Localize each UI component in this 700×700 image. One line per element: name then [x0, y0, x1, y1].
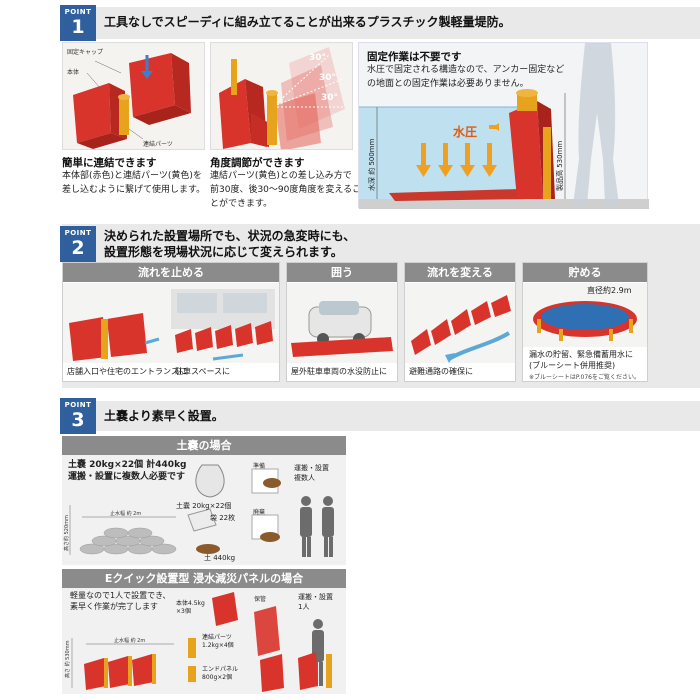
label-connector: 連結パーツ — [143, 141, 173, 148]
card-enclose: 囲う 屋外駐車車両の水没防止に — [286, 262, 398, 382]
point2-badge: POINT 2 — [60, 226, 96, 262]
sandbag-item: 土嚢 20kg×22個 — [176, 502, 232, 510]
item-line: 800g×2個 — [202, 674, 233, 681]
depth-label: 水深 約 500mm — [368, 138, 376, 191]
point2-title-line: 設置形態を現場状況に応じて変えられます。 — [104, 245, 343, 259]
card-caption: 駐車スペースに — [175, 367, 231, 376]
card-header: 囲う — [287, 263, 397, 282]
panel-spec-line: 軽量なので1人で設置でき、 — [70, 591, 171, 600]
point1-header-bg — [62, 7, 700, 39]
point2-title: 決められた設置場所でも、状況の急変時にも、 設置形態を現場状況に応じて変えられま… — [104, 228, 355, 260]
panel-item-endpanel: エンドパネル 800g×2個 — [202, 666, 238, 682]
workers-line: 複数人 — [294, 474, 315, 482]
angle-label-1: 30° — [309, 53, 327, 63]
card-caption: 漏水の貯留、緊急備蓄用水に — [529, 350, 633, 359]
panel-item-body: 本体4.5kg ×3個 — [176, 600, 205, 616]
prep-label: 準備 — [253, 463, 266, 470]
card-redirect-flow: 流れを変える 避難通路の確保に — [404, 262, 516, 382]
storage-label: 保管 — [254, 596, 267, 603]
water-pressure-panel: 固定作業は不要です 水圧で固定される構造なので、アンカー固定など の地面との固定… — [358, 42, 649, 209]
connect-illustration: 固定キャップ 本体 連結パーツ — [62, 42, 205, 150]
point3-title: 土嚢より素早く設置。 — [104, 409, 224, 423]
point1-badge: POINT 1 — [60, 5, 96, 41]
item-line: 1.2kg×4個 — [202, 642, 234, 649]
panel-spec: 軽量なので1人で設置でき、 素早く作業が完了します — [70, 590, 171, 612]
badge-number: 3 — [71, 409, 85, 431]
sandbag-spec-line: 運搬・設置に複数人必要です — [68, 472, 186, 482]
panel-width: 止水幅 約 2m — [114, 638, 146, 644]
pressure-label: 水圧 — [453, 125, 478, 139]
workers-line: 運搬・設置 — [298, 593, 333, 601]
sandbag-width: 止水幅 約 2m — [110, 511, 142, 517]
card-note: ※ブルーシートはP.076をご覧ください。 — [529, 374, 640, 381]
point2-title-line: 決められた設置場所でも、状況の急変時にも、 — [104, 229, 356, 243]
col1-line: 本体部(赤色)と連結パーツ(黄色)を — [62, 171, 202, 181]
item-line: 連結パーツ — [202, 634, 232, 641]
badge-number: 1 — [71, 16, 85, 38]
col3-line: 水圧で固定される構造なので、アンカー固定など — [367, 65, 565, 75]
card-stop-flow: 流れを止める 店舗入口や住宅のエントランスに 駐車スペースに — [62, 262, 280, 382]
col2-heading: 角度調節ができます — [210, 157, 305, 169]
angle-label-3: 30° — [321, 93, 339, 103]
sandbag-section: 土嚢 20kg×22個 計440kg 運搬・設置に複数人必要です 高さ約 520… — [62, 455, 346, 565]
item-line: エンドパネル — [202, 666, 239, 673]
sandbag-spec-line: 土嚢 20kg×22個 計440kg — [68, 460, 187, 470]
col3-heading: 固定作業は不要です — [367, 51, 462, 63]
point3-badge: POINT 3 — [60, 398, 96, 434]
panel-section: 軽量なので1人で設置でき、 素早く作業が完了します 高さ 約 530mm 止水幅… — [62, 588, 346, 694]
point1-title: 工具なしでスピーディに組み立てることが出来るプラスチック製軽量堤防。 — [104, 15, 511, 29]
sandbag-height: 高さ約 520mm — [64, 515, 70, 551]
workers-line: 1人 — [298, 603, 310, 611]
card-header: 貯める — [523, 263, 647, 282]
dispose-label: 廃棄 — [253, 509, 266, 516]
label-body: 本体 — [67, 69, 80, 76]
badge-label: POINT — [64, 401, 92, 409]
col2-line: とができます。 — [210, 199, 273, 209]
height-label: 製品高 530mm — [556, 140, 564, 191]
col3-line: の地面との固定作業は必要ありません。 — [367, 79, 529, 89]
col1-text: 本体部(赤色)と連結パーツ(黄色)を 差し込むように繋げて使用します。 — [62, 169, 205, 197]
workers-line: 運搬・設置 — [294, 464, 329, 472]
label-cap: 固定キャップ — [67, 49, 104, 56]
col1-heading: 簡単に連結できます — [62, 157, 157, 169]
card-header: 流れを止める — [63, 263, 279, 282]
badge-label: POINT — [64, 229, 92, 237]
col2-line: 前30度、後30〜90度角度を変えるこ — [210, 185, 362, 195]
sandbag-item: 袋 22枚 — [210, 514, 236, 522]
panel-spec-line: 素早く作業が完了します — [70, 602, 158, 611]
panel-height: 高さ 約 530mm — [65, 640, 71, 678]
point3-header-bg — [62, 401, 700, 431]
col2-text: 連結パーツ(黄色)との差し込み方で 前30度、後30〜90度角度を変えるこ とが… — [210, 169, 361, 211]
card-caption: 避難通路の確保に — [409, 367, 473, 376]
sandbag-workers: 運搬・設置 複数人 — [294, 463, 329, 483]
col1-line: 差し込むように繋げて使用します。 — [62, 185, 206, 195]
panel-bar: Eクイック設置型 浸水減災パネルの場合 — [62, 569, 346, 588]
badge-number: 2 — [71, 237, 85, 259]
item-line: ×3個 — [176, 608, 191, 615]
diameter-label: 直径約2.9m — [587, 286, 632, 295]
badge-label: POINT — [64, 8, 92, 16]
sandbag-bar: 土嚢の場合 — [62, 436, 346, 455]
angle-illustration: 30° 30° 30° — [210, 42, 353, 150]
sandbag-item: 土 440kg — [204, 554, 236, 562]
sandbag-spec: 土嚢 20kg×22個 計440kg 運搬・設置に複数人必要です — [68, 459, 187, 483]
panel-item-connector: 連結パーツ 1.2kg×4個 — [202, 634, 234, 650]
angle-label-2: 30° — [319, 73, 337, 83]
panel-workers: 運搬・設置 1人 — [298, 592, 333, 612]
card-caption: (ブルーシート併用推奨) — [529, 361, 616, 370]
card-caption: 店舗入口や住宅のエントランスに — [67, 367, 187, 376]
card-header: 流れを変える — [405, 263, 515, 282]
col3-text: 水圧で固定される構造なので、アンカー固定など の地面との固定作業は必要ありません… — [367, 63, 564, 91]
col2-line: 連結パーツ(黄色)との差し込み方で — [210, 171, 352, 181]
card-caption: 屋外駐車車両の水没防止に — [291, 367, 387, 376]
item-line: 本体4.5kg — [176, 600, 205, 607]
card-store-water: 貯める 直径約2.9m 漏水の貯留、緊急備蓄用水に (ブルーシート併用推奨) ※… — [522, 262, 648, 382]
